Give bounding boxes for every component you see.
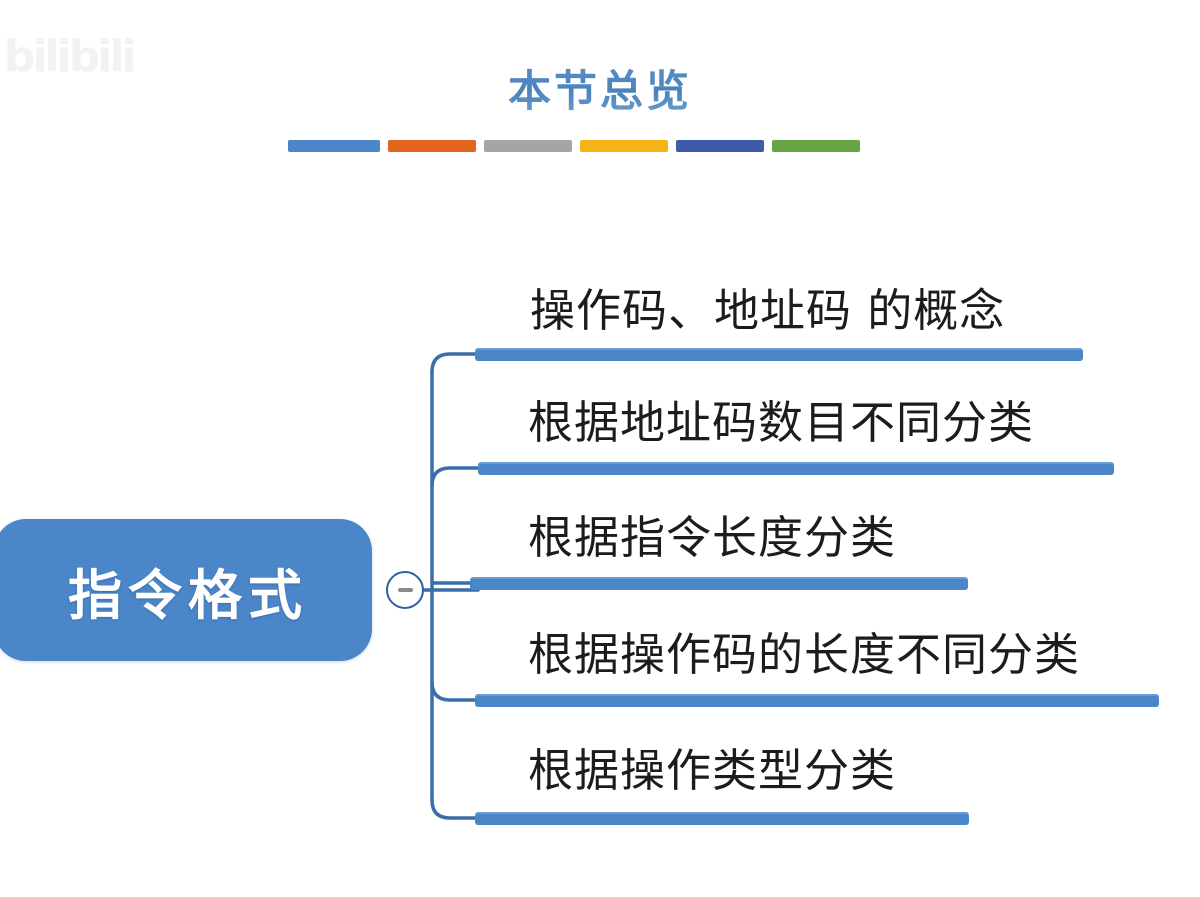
root-node-label: 指令格式 (68, 563, 308, 627)
connector-path (430, 352, 477, 374)
title-divider-bars (288, 140, 866, 152)
branch-underline (475, 348, 1083, 361)
page-title: 本节总览 (0, 57, 1200, 119)
title-divider-segment-green (772, 140, 860, 152)
title-divider-segment-blue (288, 140, 380, 152)
connector-path (430, 798, 477, 820)
branch-label: 根据指令长度分类 (528, 511, 897, 564)
connector-path (430, 680, 477, 702)
title-divider-segment-navy (676, 140, 764, 152)
collapse-toggle-button[interactable] (386, 571, 424, 609)
title-divider-segment-yellow (580, 140, 668, 152)
connector-path (430, 466, 480, 488)
title-divider-segment-gray (484, 140, 572, 152)
branch-underline (478, 462, 1114, 475)
branch-underline (470, 577, 968, 590)
branch-underline (475, 694, 1159, 707)
branch-label: 根据地址码数目不同分类 (528, 396, 1035, 449)
minus-icon (397, 588, 413, 592)
branch-label: 根据操作码的长度不同分类 (528, 628, 1081, 681)
root-node-instruction-format[interactable]: 指令格式 (0, 519, 372, 661)
branch-underline (475, 812, 969, 825)
branch-label: 操作码、地址码 的概念 (530, 284, 1006, 337)
title-divider-segment-orange (388, 140, 476, 152)
branch-label: 根据操作类型分类 (528, 744, 897, 797)
